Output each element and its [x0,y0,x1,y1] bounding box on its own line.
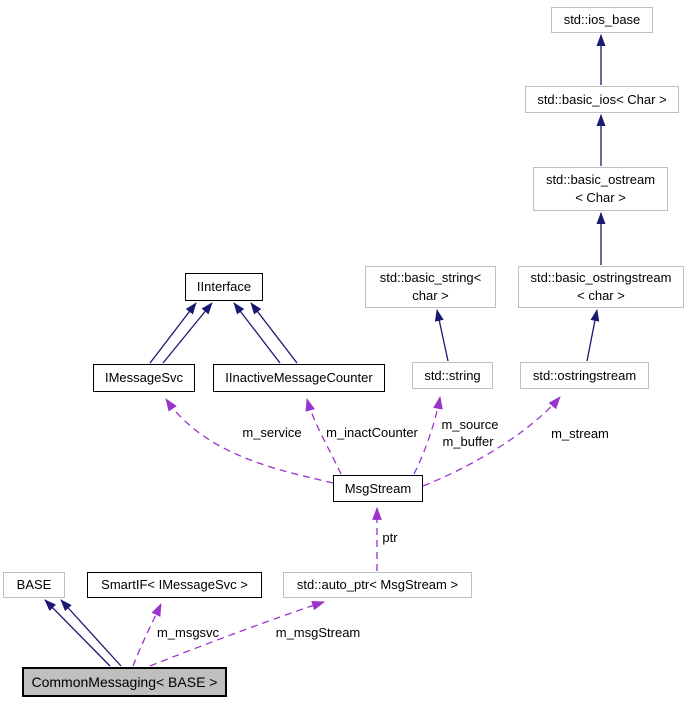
edge-imessagesvc-to-iinterface-1 [149,302,197,364]
node-std-basic-ostringstream: std::basic_ostringstream < char > [518,266,684,308]
node-std-basic-string-line1: std::basic_string< [379,270,482,286]
node-std-basic-ostream-line1: std::basic_ostream [545,172,656,188]
node-std-auto-ptr-msgstream: std::auto_ptr< MsgStream > [283,572,472,598]
edge-msgstream-msource-mbuffer [413,395,443,475]
edge-iinactive-to-iinterface-1 [233,302,281,364]
edge-msgstream-mstream [422,396,561,487]
edge-label-m-msgsvc: m_msgsvc [157,625,220,640]
edge-label-m-inactcounter: m_inactCounter [326,425,418,440]
node-msgstream[interactable]: MsgStream [333,475,423,502]
edge-commonmessaging-to-base-2 [60,599,122,667]
edge-label-m-buffer: m_buffer [442,434,494,449]
edge-imessagesvc-to-iinterface-2 [162,302,213,364]
edge-commonmessaging-to-base-1 [44,599,111,667]
edge-msgstream-mservice [165,398,334,484]
node-iinactivemessagecounter[interactable]: IInactiveMessageCounter [213,364,385,392]
edge-commonmessaging-mmsgstream [149,600,326,667]
edge-commonmessaging-mmsgsvc [132,603,162,667]
edge-ostringstream-to-basicostringstream [586,309,600,362]
node-std-string: std::string [412,362,493,389]
node-std-basic-string: std::basic_string< char > [365,266,496,308]
node-std-basic-ostringstream-line2: < char > [577,288,625,303]
node-std-basic-string-line2: char > [412,288,449,303]
edge-label-m-stream: m_stream [551,426,609,441]
edge-label-m-source: m_source [441,417,498,432]
node-std-ostringstream: std::ostringstream [520,362,649,389]
node-iinterface[interactable]: IInterface [185,273,263,301]
node-commonmessaging-base: CommonMessaging< BASE > [22,667,227,697]
edge-string-to-basicstring [434,309,449,362]
edge-iinactive-to-iinterface-2 [250,302,298,364]
node-std-basic-ostream-line2: < Char > [575,190,626,205]
node-smartif-imessagesvc[interactable]: SmartIF< IMessageSvc > [87,572,262,598]
node-std-basic-ostream: std::basic_ostream < Char > [533,167,668,211]
edge-label-ptr: ptr [382,530,398,545]
node-imessagesvc[interactable]: IMessageSvc [93,364,195,392]
edge-msgstream-minactcounter [305,397,342,475]
edge-label-m-msgstream: m_msgStream [276,625,361,640]
edge-label-m-service: m_service [242,425,301,440]
node-std-basic-ios: std::basic_ios< Char > [525,86,679,113]
node-std-basic-ostringstream-line1: std::basic_ostringstream [530,270,672,286]
node-std-ios-base: std::ios_base [551,7,653,33]
node-base: BASE [3,572,65,598]
